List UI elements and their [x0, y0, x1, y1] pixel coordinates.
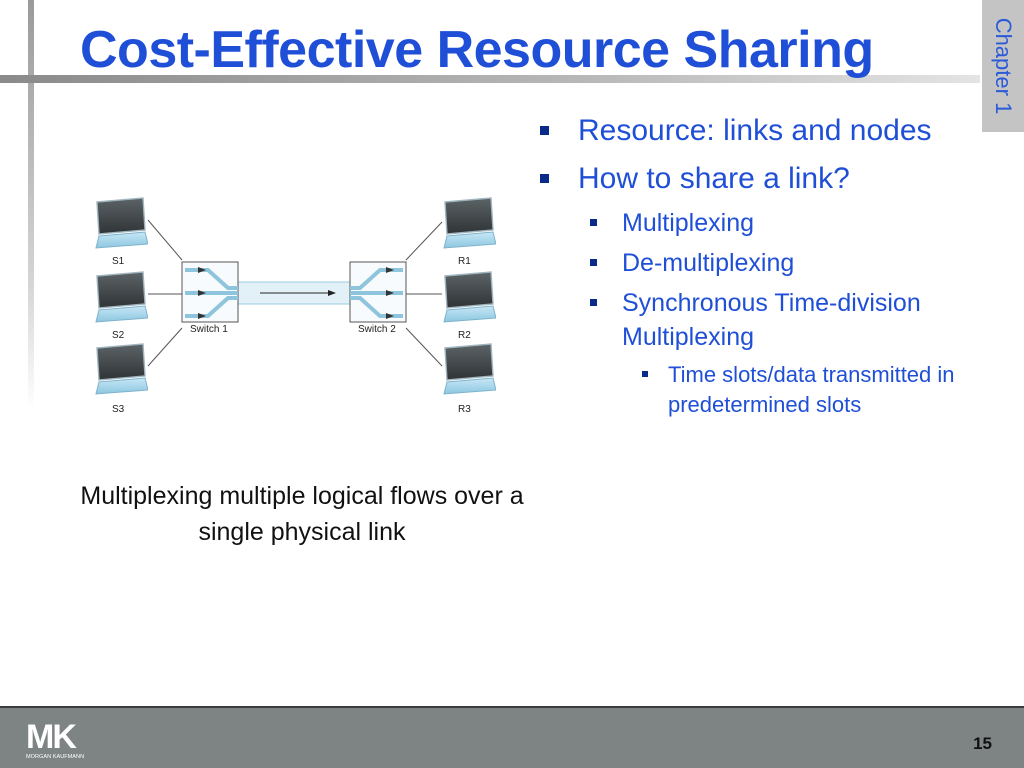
laptop-icon	[95, 343, 148, 395]
switch-2	[349, 261, 407, 323]
decorative-vertical-bar	[28, 0, 34, 410]
switch-label: Switch 2	[358, 324, 396, 335]
sender-label: S3	[112, 404, 125, 415]
receiver-links	[405, 221, 443, 367]
publisher-logo: MK MORGAN KAUFMANN	[26, 720, 84, 760]
chapter-tab: Chapter 1	[982, 0, 1024, 132]
multiplexing-diagram: S1 S2 S3 R1 R2 R3 Switch 1 Switch 2	[95, 197, 496, 415]
sender-label: S2	[112, 330, 125, 341]
sub-bullet-item: Synchronous Time-division Multiplexing	[538, 286, 978, 354]
chapter-tab-label: Chapter 1	[991, 17, 1016, 115]
laptop-icon	[443, 197, 496, 249]
logo-mark: MK	[26, 720, 77, 756]
decorative-horizontal-bar	[0, 75, 980, 83]
bullet-item: Resource: links and nodes	[538, 110, 978, 152]
laptop-icon	[443, 271, 496, 323]
sub-bullet-item: Multiplexing	[538, 206, 978, 240]
sender-links	[147, 219, 183, 367]
sender-label: S1	[112, 256, 125, 267]
laptop-icon	[443, 343, 496, 395]
switch-1	[181, 261, 239, 323]
laptop-icon	[95, 197, 148, 249]
receiver-label: R3	[458, 404, 471, 415]
sub-sub-bullet-item: Time slots/data transmitted in predeterm…	[538, 360, 978, 420]
laptop-icon	[95, 271, 148, 323]
slide-title: Cost-Effective Resource Sharing	[80, 21, 874, 79]
sub-bullet-item: De-multiplexing	[538, 246, 978, 280]
diagram-caption: Multiplexing multiple logical flows over…	[80, 482, 524, 546]
bullet-list: Resource: links and nodes How to share a…	[538, 110, 978, 420]
receiver-label: R1	[458, 256, 471, 267]
footer-bar: MK MORGAN KAUFMANN 15	[0, 706, 1024, 768]
bullet-item: How to share a link?	[538, 158, 978, 200]
receiver-label: R2	[458, 330, 471, 341]
page-number: 15	[973, 734, 992, 753]
logo-text: MORGAN KAUFMANN	[26, 754, 84, 760]
switch-label: Switch 1	[190, 324, 228, 335]
